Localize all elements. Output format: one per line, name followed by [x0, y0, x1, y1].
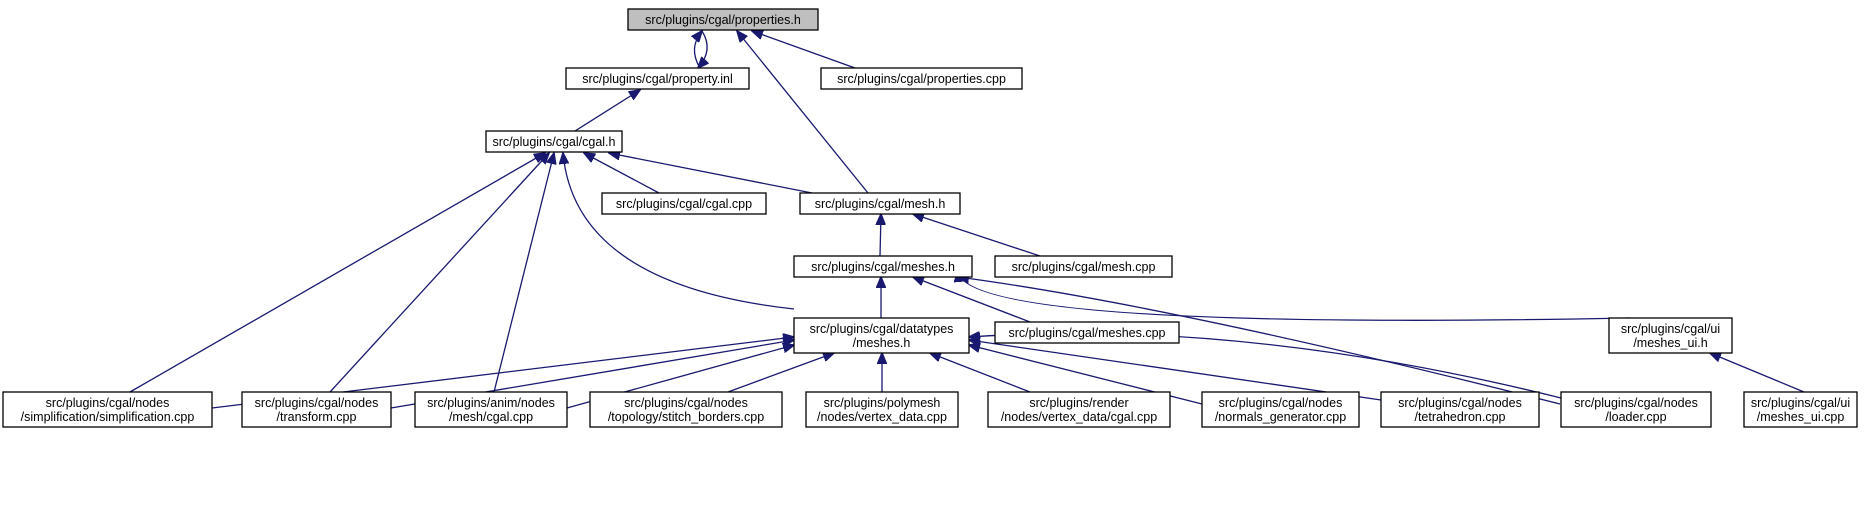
- node-label: /normals_generator.cpp: [1215, 410, 1346, 424]
- node-render-vertex-data-cgal-cpp[interactable]: src/plugins/render/nodes/vertex_data/cga…: [987, 391, 1171, 428]
- node-properties-h[interactable]: src/plugins/cgal/properties.h: [627, 8, 819, 31]
- node-transform-cpp[interactable]: src/plugins/cgal/nodes/transform.cpp: [241, 391, 392, 428]
- nodes-layer: src/plugins/cgal/properties.h src/plugins…: [2, 8, 1858, 428]
- edge-meshes_ui_h-to-meshes_h: [958, 271, 1631, 321]
- node-label: /nodes/vertex_data.cpp: [817, 410, 947, 424]
- node-box: [820, 67, 1023, 90]
- node-label: src/plugins/cgal/ui: [1621, 322, 1720, 336]
- node-normals-generator-cpp[interactable]: src/plugins/cgal/nodes/normals_generator…: [1201, 391, 1360, 428]
- node-label: /meshes_ui.h: [1633, 336, 1707, 350]
- node-label: src/plugins/cgal/nodes: [1219, 396, 1343, 410]
- node-label: src/plugins/cgal/cgal.cpp: [616, 197, 752, 211]
- edge-tetrahedron_cpp-to-datatypes_meshes_h: [969, 340, 1382, 401]
- node-label: /meshes.h: [853, 336, 911, 350]
- node-box: [241, 391, 392, 428]
- node-box: [601, 192, 767, 215]
- node-box: [565, 67, 750, 90]
- node-label: src/plugins/cgal/ui: [1751, 396, 1850, 410]
- node-cgal-cpp[interactable]: src/plugins/cgal/cgal.cpp: [601, 192, 767, 215]
- node-box: [987, 391, 1171, 428]
- node-polymesh-vertex-data-cpp[interactable]: src/plugins/polymesh/nodes/vertex_data.c…: [805, 391, 959, 428]
- node-meshes-h[interactable]: src/plugins/cgal/meshes.h: [793, 255, 973, 278]
- node-label: src/plugins/cgal/mesh.cpp: [1012, 260, 1156, 274]
- edge-properties_cpp-to-properties_h: [752, 31, 856, 69]
- node-datatypes-meshes-h[interactable]: src/plugins/cgal/datatypes/meshes.h: [793, 317, 970, 354]
- edge-stitch_borders_cpp-to-datatypes_meshes_h: [727, 353, 834, 393]
- node-label: src/plugins/cgal/meshes.cpp: [1008, 326, 1165, 340]
- node-box: [1608, 317, 1733, 354]
- node-label: src/plugins/cgal/nodes: [46, 396, 170, 410]
- node-box: [805, 391, 959, 428]
- node-property-inl[interactable]: src/plugins/cgal/property.inl: [565, 67, 750, 90]
- node-box: [994, 321, 1180, 344]
- node-label: /topology/stitch_borders.cpp: [608, 410, 764, 424]
- node-box: [1743, 391, 1858, 428]
- node-label: /meshes_ui.cpp: [1757, 410, 1845, 424]
- node-meshes-cpp[interactable]: src/plugins/cgal/meshes.cpp: [994, 321, 1180, 344]
- node-box: [414, 391, 568, 428]
- edge-cgal_cpp-to-cgal_h: [584, 153, 660, 194]
- node-anim-mesh-cgal-cpp[interactable]: src/plugins/anim/nodes/mesh/cgal.cpp: [414, 391, 568, 428]
- node-label: src/plugins/cgal/nodes: [1574, 396, 1698, 410]
- node-box: [627, 8, 819, 31]
- node-properties-cpp[interactable]: src/plugins/cgal/properties.cpp: [820, 67, 1023, 90]
- node-label: src/plugins/cgal/nodes: [624, 396, 748, 410]
- edge-mesh_h-to-properties_h: [737, 31, 869, 194]
- edge-mesh_cpp-to-mesh_h: [913, 214, 1041, 257]
- node-label: src/plugins/cgal/properties.h: [645, 13, 801, 27]
- node-label: src/plugins/polymesh: [824, 396, 941, 410]
- edge-loader_cpp-to-meshes_h: [958, 277, 1561, 405]
- node-box: [1380, 391, 1540, 428]
- node-label: src/plugins/render: [1029, 396, 1128, 410]
- edge-anim_mesh_cgal_cpp-to-cgal_h: [493, 153, 554, 393]
- node-label: src/plugins/cgal/mesh.h: [815, 197, 946, 211]
- node-loader-cpp[interactable]: src/plugins/cgal/nodes/loader.cpp: [1560, 391, 1712, 428]
- node-label: src/plugins/cgal/cgal.h: [493, 135, 616, 149]
- node-label: src/plugins/cgal/property.inl: [582, 72, 733, 86]
- node-label: /loader.cpp: [1605, 410, 1666, 424]
- edge-simplification_cpp-to-cgal_h: [129, 153, 545, 393]
- node-meshes-ui-cpp[interactable]: src/plugins/cgal/ui/meshes_ui.cpp: [1743, 391, 1858, 428]
- node-cgal-h[interactable]: src/plugins/cgal/cgal.h: [485, 130, 623, 153]
- node-label: src/plugins/cgal/datatypes: [810, 322, 954, 336]
- edge-meshes_ui_cpp-to-meshes_ui_h: [1710, 353, 1805, 393]
- edge-property_inl-to-properties_h: [694, 31, 702, 69]
- edge-meshes_cpp-to-meshes_h: [913, 277, 1031, 323]
- node-meshes-ui-h[interactable]: src/plugins/cgal/ui/meshes_ui.h: [1608, 317, 1733, 354]
- node-tetrahedron-cpp[interactable]: src/plugins/cgal/nodes/tetrahedron.cpp: [1380, 391, 1540, 428]
- node-label: src/plugins/anim/nodes: [427, 396, 555, 410]
- node-stitch-borders-cpp[interactable]: src/plugins/cgal/nodes/topology/stitch_b…: [589, 391, 783, 428]
- node-label: src/plugins/cgal/nodes: [255, 396, 379, 410]
- edge-properties_h-to-property_inl: [698, 30, 707, 68]
- edge-meshes_h-to-cgal_h: [563, 153, 795, 310]
- node-box: [799, 192, 961, 215]
- node-label: /simplification/simplification.cpp: [21, 410, 195, 424]
- edge-render_vertex_data_cgal_cpp-to-datatypes_meshes_h: [930, 353, 1031, 393]
- node-label: /transform.cpp: [277, 410, 357, 424]
- node-box: [793, 317, 970, 354]
- node-mesh-cpp[interactable]: src/plugins/cgal/mesh.cpp: [994, 255, 1173, 278]
- edge-cgal_h-to-property_inl: [574, 90, 640, 132]
- edge-transform_cpp-to-cgal_h: [329, 153, 549, 393]
- node-label: src/plugins/cgal/nodes: [1398, 396, 1522, 410]
- node-box: [589, 391, 783, 428]
- node-label: /tetrahedron.cpp: [1414, 410, 1505, 424]
- node-box: [485, 130, 623, 153]
- edge-mesh_h-to-cgal_h: [609, 153, 813, 194]
- node-box: [793, 255, 973, 278]
- node-mesh-h[interactable]: src/plugins/cgal/mesh.h: [799, 192, 961, 215]
- node-label: /nodes/vertex_data/cgal.cpp: [1001, 410, 1157, 424]
- node-box: [2, 391, 213, 428]
- node-box: [1560, 391, 1712, 428]
- node-label: src/plugins/cgal/properties.cpp: [837, 72, 1006, 86]
- node-box: [1201, 391, 1360, 428]
- node-simplification-cpp[interactable]: src/plugins/cgal/nodes/simplification/si…: [2, 391, 213, 428]
- edge-meshes_h-to-mesh_h: [880, 214, 881, 257]
- node-box: [994, 255, 1173, 278]
- node-label: src/plugins/cgal/meshes.h: [811, 260, 955, 274]
- node-label: /mesh/cgal.cpp: [449, 410, 533, 424]
